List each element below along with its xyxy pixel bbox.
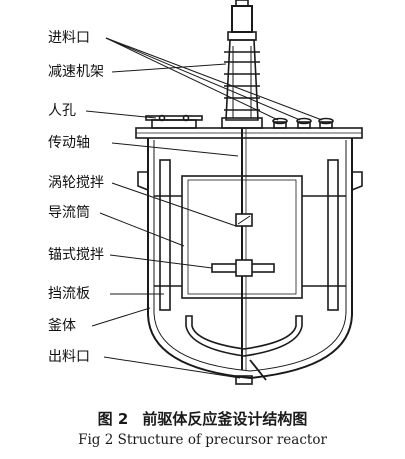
label-vessel-body: 釜体: [48, 318, 76, 334]
vessel-inner-shell: [153, 140, 347, 372]
label-baffle: 挡流板: [48, 286, 90, 302]
right-lug: [351, 171, 363, 191]
baffle-right: [327, 159, 339, 311]
reactor-diagram: [85, 0, 363, 385]
discharge-outlet: [235, 375, 253, 385]
feed-inlet-2: [297, 121, 311, 129]
left-lug: [137, 171, 149, 191]
turbine-hub-cross: [237, 215, 251, 225]
label-inlet: 进料口: [48, 30, 90, 46]
label-shaft: 传动轴: [48, 135, 90, 151]
anchor-agitator: [185, 315, 303, 357]
draft-tube: [181, 175, 303, 299]
turbine-center: [235, 259, 253, 277]
feed-inlet-3: [319, 121, 333, 129]
vessel-shell: [147, 138, 353, 380]
feed-inlet-1: [273, 121, 287, 129]
label-draft-tube: 导流筒: [48, 205, 90, 221]
leader-lines: [85, 37, 323, 379]
manhole-cover: [145, 115, 203, 121]
figure-caption-cn: 图 2 前驱体反应釜设计结构图: [0, 408, 405, 429]
gear-frame: [221, 0, 263, 129]
label-gear-frame: 减速机架: [48, 64, 104, 80]
draft-tube-inner: [187, 179, 297, 295]
baffle-left: [159, 159, 171, 311]
label-outlet: 出料口: [48, 349, 90, 365]
feed-inlet-3-cap: [318, 117, 334, 125]
figure-title-cn: 前驱体反应釜设计结构图: [142, 410, 308, 428]
manhole-knob-left: [158, 114, 166, 122]
discharge-pipe: [249, 359, 267, 381]
manhole: [151, 119, 197, 129]
label-manhole: 人孔: [48, 103, 76, 119]
feed-inlet-1-cap: [272, 117, 288, 125]
label-anchor-agitator: 锚式搅拌: [48, 247, 104, 263]
manhole-knob-right: [182, 114, 190, 122]
feed-inlet-2-cap: [296, 117, 312, 125]
figure-caption-en: Fig 2 Structure of precursor reactor: [78, 432, 327, 448]
label-turbine-agitator: 涡轮搅拌: [48, 175, 104, 191]
figure-number: 图 2: [97, 410, 129, 428]
